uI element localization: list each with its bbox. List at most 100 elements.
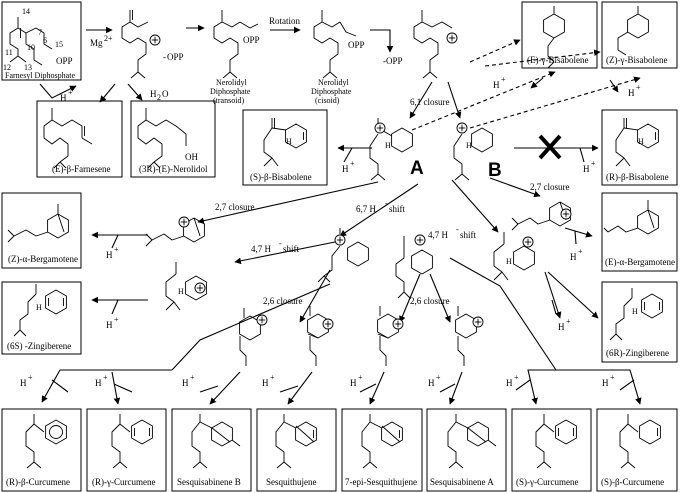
svg-text:(3R)-(E)-Nerolidol: (3R)-(E)-Nerolidol — [139, 164, 208, 174]
svg-text:H: H — [632, 307, 638, 316]
svg-text:+: + — [190, 373, 195, 382]
svg-text:+: + — [514, 373, 519, 382]
svg-text:shift: shift — [283, 244, 300, 254]
svg-text:H: H — [506, 378, 513, 388]
svg-text:H: H — [95, 378, 102, 388]
product-e-gamma-bisabolene: (E)-γ-Bisabolene — [521, 1, 598, 69]
svg-text:OPP: OPP — [243, 35, 260, 45]
svg-text:(R)-β-Curcumene: (R)-β-Curcumene — [6, 477, 70, 487]
svg-text:H: H — [493, 80, 500, 90]
svg-text:-: - — [163, 52, 166, 62]
svg-text:H: H — [36, 303, 42, 312]
product-sesquisabinene-a: Sesquisabinene A — [426, 408, 507, 492]
svg-text:2,7 closure: 2,7 closure — [215, 202, 255, 212]
svg-text:11: 11 — [5, 48, 13, 57]
svg-text:6: 6 — [43, 36, 47, 45]
product-6r-zingiberene: H (6R)-Zingiberene — [601, 281, 678, 363]
label-a: A — [410, 158, 424, 179]
svg-text:H: H — [178, 287, 184, 296]
svg-text:2,7 closure: 2,7 closure — [530, 182, 570, 192]
product-e-beta-farnesene: (E)-β-Farnesene — [36, 100, 123, 178]
svg-text:(E)-α-Bergamotene: (E)-α-Bergamotene — [605, 257, 675, 267]
svg-text:H: H — [350, 378, 357, 388]
svg-text:(6S) -Zingiberene: (6S) -Zingiberene — [7, 341, 71, 351]
svg-text:H: H — [286, 137, 292, 146]
svg-text:+: + — [28, 373, 33, 382]
svg-text:OPP: OPP — [56, 56, 73, 66]
svg-text:+: + — [350, 159, 355, 168]
nerolidyl-diphosphate-transoid: OPP Nerolidyl Diphosphate (transoid) — [210, 10, 260, 105]
svg-text:OH: OH — [185, 152, 198, 162]
svg-text:H: H — [506, 257, 512, 266]
thujyl-cation-2 — [307, 306, 334, 366]
product-z-gamma-bisabolene: (Z)-γ-Bisabolene — [601, 1, 678, 69]
svg-text:O: O — [162, 89, 169, 99]
svg-text:-: - — [385, 199, 388, 208]
svg-text:2,6 closure: 2,6 closure — [263, 296, 303, 306]
bergamotyl-cation-right — [511, 201, 572, 231]
svg-text:shift: shift — [389, 204, 406, 214]
svg-text:+: + — [270, 373, 275, 382]
svg-text:2,6 closure: 2,6 closure — [410, 296, 450, 306]
product-6s-zingiberene: H (6S) -Zingiberene — [1, 281, 82, 355]
svg-text:+: + — [358, 373, 363, 382]
zingiberyl-cation-left: H — [165, 262, 207, 311]
svg-text:Sesquithujene: Sesquithujene — [266, 477, 317, 487]
svg-text:Diphosphate: Diphosphate — [210, 87, 251, 96]
svg-text:H: H — [628, 88, 635, 98]
svg-text:6,7 H: 6,7 H — [356, 204, 377, 214]
svg-text:H: H — [385, 141, 391, 150]
product-7-epi-sesquithujene: 7-epi-Sesquithujene — [341, 408, 423, 492]
svg-text:(cisoid): (cisoid) — [315, 96, 340, 105]
svg-text:H: H — [583, 164, 590, 174]
svg-text:H: H — [570, 252, 577, 262]
svg-text:H: H — [182, 378, 189, 388]
bisabolyl-cation-c — [317, 228, 369, 283]
svg-text:10: 10 — [27, 43, 35, 52]
svg-text:+: + — [103, 373, 108, 382]
product-sesquithujene: Sesquithujene — [256, 408, 337, 492]
allyl-cation-intermediate: - OPP — [121, 10, 184, 79]
bisabolyl-cation-b: H B — [453, 122, 502, 181]
svg-text:Rotation: Rotation — [269, 16, 300, 26]
svg-text:2+: 2+ — [104, 34, 113, 43]
product-r-gamma-curcumene: (R)-γ-Curcumene — [86, 408, 167, 492]
thujyl-cation-3 — [377, 306, 404, 366]
svg-text:OPP: OPP — [167, 52, 184, 62]
product-s-beta-curcumene: (S)-β-Curcumene — [596, 408, 678, 492]
farnesyl-diphosphate: 14 7 6 10 11 12 13 15 OPP Farnesyl Dipho… — [1, 1, 82, 81]
svg-text:Nerolidyl: Nerolidyl — [216, 78, 247, 87]
svg-text:(R)-γ-Curcumene: (R)-γ-Curcumene — [92, 477, 155, 487]
svg-text:Nerolidyl: Nerolidyl — [318, 78, 349, 87]
product-r-beta-bisabolene: H (R)-β-Bisabolene — [601, 109, 678, 186]
svg-text:+: + — [501, 75, 506, 84]
svg-text:4,7 H: 4,7 H — [251, 244, 272, 254]
svg-text:H: H — [150, 89, 157, 99]
svg-text:Sesquisabinene A: Sesquisabinene A — [430, 477, 494, 487]
svg-text:(R)-β-Bisabolene: (R)-β-Bisabolene — [606, 172, 669, 182]
svg-text:-OPP: -OPP — [383, 56, 403, 66]
product-e-alpha-bergamotene: (E)-α-Bergamotene — [601, 192, 678, 272]
label-b: B — [488, 160, 502, 181]
bisabolyl-cation-d — [395, 234, 433, 299]
svg-text:2: 2 — [157, 93, 161, 102]
thujyl-cation-1 — [239, 308, 268, 366]
svg-text:14: 14 — [22, 7, 30, 16]
svg-text:shift: shift — [460, 230, 477, 240]
svg-text:(S)-γ-Curcumene: (S)-γ-Curcumene — [516, 477, 578, 487]
svg-text:Diphosphate: Diphosphate — [311, 87, 352, 96]
svg-text:Mg: Mg — [90, 38, 103, 48]
bottom-h-plus-arrows: H + H + H + H + H + H + H + H + — [20, 369, 642, 405]
svg-text:(Z)-γ-Bisabolene: (Z)-γ-Bisabolene — [606, 55, 667, 65]
product-nerolidol: OH (3R)-(E)-Nerolidol — [130, 100, 216, 178]
svg-text:6,1 closure: 6,1 closure — [410, 97, 450, 107]
zingiberyl-cation-right: H — [493, 232, 535, 281]
product-r-beta-curcumene: (R)-β-Curcumene — [1, 408, 82, 492]
svg-text:OPP: OPP — [348, 40, 365, 50]
svg-text:H: H — [466, 141, 472, 150]
svg-text:H: H — [558, 322, 565, 332]
product-sesquisabinene-b: Sesquisabinene B — [171, 408, 252, 492]
svg-text:H: H — [60, 93, 67, 103]
svg-text:(transoid): (transoid) — [213, 96, 244, 105]
